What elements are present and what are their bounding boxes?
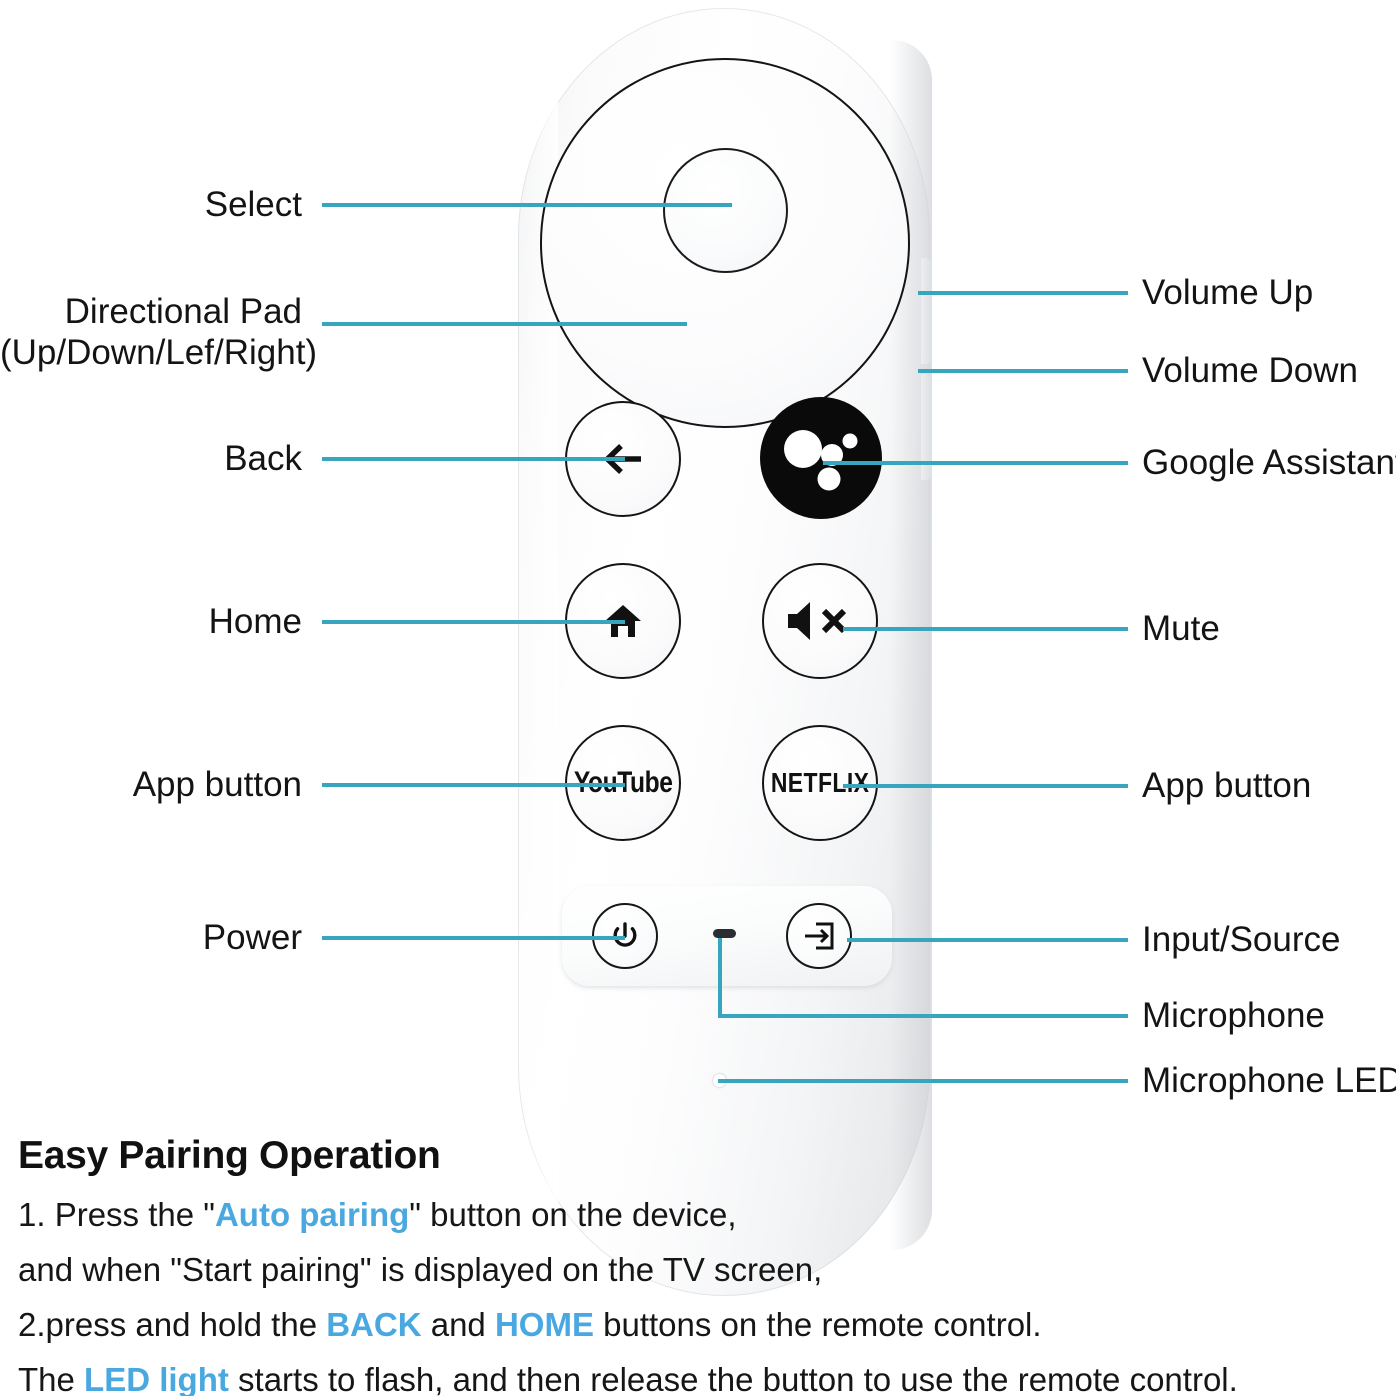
inst1-part-a: 1. Press the " <box>18 1196 215 1233</box>
app-button-netflix[interactable]: NETFLIX <box>762 725 878 841</box>
leader-line-app-right <box>843 784 1128 788</box>
label-back-text: Back <box>224 439 302 478</box>
label-volume-up: Volume Up <box>1142 273 1313 314</box>
volume-mute-icon <box>788 602 847 640</box>
label-select-text: Select <box>204 185 302 224</box>
leader-line-input <box>847 938 1128 942</box>
google-assistant-button[interactable] <box>760 397 882 519</box>
leader-line-home <box>322 620 625 624</box>
microphone-slot <box>713 929 736 938</box>
inst4-highlight-led-light: LED light <box>84 1361 229 1396</box>
inst1-part-b: " button on the device, <box>409 1196 737 1233</box>
leader-line-back <box>322 457 625 461</box>
inst3-part-b: and <box>421 1306 495 1343</box>
label-power-text: Power <box>202 918 302 957</box>
inst3-highlight-back: BACK <box>326 1306 422 1343</box>
leader-line-select <box>322 203 732 207</box>
inst2-part-a: and when "Start pairing" is displayed on… <box>18 1251 823 1288</box>
leader-line-dpad <box>322 322 687 326</box>
instructions-section: Easy Pairing Operation 1. Press the "Aut… <box>18 1134 1396 1396</box>
inst4-part-b: starts to flash, and then release the bu… <box>228 1361 1238 1396</box>
inst4-part-a: The <box>18 1361 85 1396</box>
label-microphone: Microphone <box>1142 996 1325 1037</box>
leader-line-mute <box>843 627 1128 631</box>
label-dpad-line1: Directional Pad <box>64 292 302 331</box>
label-home: Home <box>0 602 302 643</box>
label-mute-text: Mute <box>1142 609 1220 648</box>
select-button[interactable] <box>663 148 788 273</box>
input-source-button[interactable] <box>786 903 852 969</box>
instructions-line-3: 2.press and hold the BACK and HOME butto… <box>18 1308 1396 1341</box>
volume-down-button[interactable] <box>921 374 932 480</box>
leader-line-volume-down <box>918 369 1128 373</box>
leader-line-microphone-led <box>718 1079 1128 1083</box>
label-power: Power <box>0 918 302 959</box>
instructions-line-2: and when "Start pairing" is displayed on… <box>18 1253 1396 1286</box>
label-google-assistant: Google Assistant <box>1142 443 1396 484</box>
inst1-highlight-auto-pairing: Auto pairing <box>214 1196 410 1233</box>
label-input-source: Input/Source <box>1142 920 1340 961</box>
instructions-line-1: 1. Press the "Auto pairing" button on th… <box>18 1198 1396 1231</box>
leader-line-assistant <box>823 461 1128 465</box>
label-app-button-right: App button <box>1142 766 1311 807</box>
inst3-highlight-home: HOME <box>494 1306 594 1343</box>
input-source-icon <box>805 922 834 950</box>
label-microphone-led: Microphone LED <box>1142 1061 1396 1102</box>
netflix-logo: NETFLIX <box>770 767 870 798</box>
label-microphone-led-text: Microphone LED <box>1142 1061 1396 1100</box>
instructions-title: Easy Pairing Operation <box>18 1134 441 1177</box>
label-google-assistant-text: Google Assistant <box>1142 443 1396 482</box>
label-microphone-text: Microphone <box>1142 996 1325 1035</box>
label-app-button-right-text: App button <box>1142 766 1312 805</box>
label-home-text: Home <box>208 602 302 641</box>
label-volume-up-text: Volume Up <box>1142 273 1314 312</box>
mute-button[interactable] <box>762 563 878 679</box>
label-volume-down: Volume Down <box>1142 351 1358 392</box>
google-assistant-icon <box>784 430 858 491</box>
leader-line-power <box>322 936 625 940</box>
youtube-logo: YouTube <box>574 766 673 800</box>
label-app-button-left: App button <box>0 765 302 806</box>
power-icon <box>613 922 637 947</box>
leader-line-microphone <box>718 1014 1128 1018</box>
label-directional-pad: Directional Pad (Up/Down/Lef/Right) <box>0 292 318 374</box>
label-volume-down-text: Volume Down <box>1142 351 1358 390</box>
label-mute: Mute <box>1142 609 1220 650</box>
inst3-part-c: buttons on the remote control. <box>593 1306 1042 1343</box>
leader-line-microphone-vertical <box>718 938 722 1018</box>
label-input-source-text: Input/Source <box>1142 920 1341 959</box>
label-select: Select <box>0 185 302 226</box>
instructions-line-4: The LED light starts to flash, and then … <box>18 1363 1396 1396</box>
label-back: Back <box>0 439 302 480</box>
volume-up-button[interactable] <box>921 258 932 364</box>
label-dpad-line2: (Up/Down/Lef/Right) <box>0 332 318 372</box>
inst3-part-a: 2.press and hold the <box>18 1306 327 1343</box>
label-app-button-left-text: App button <box>132 765 302 804</box>
leader-line-volume-up <box>918 291 1128 295</box>
leader-line-app-left <box>322 783 625 787</box>
